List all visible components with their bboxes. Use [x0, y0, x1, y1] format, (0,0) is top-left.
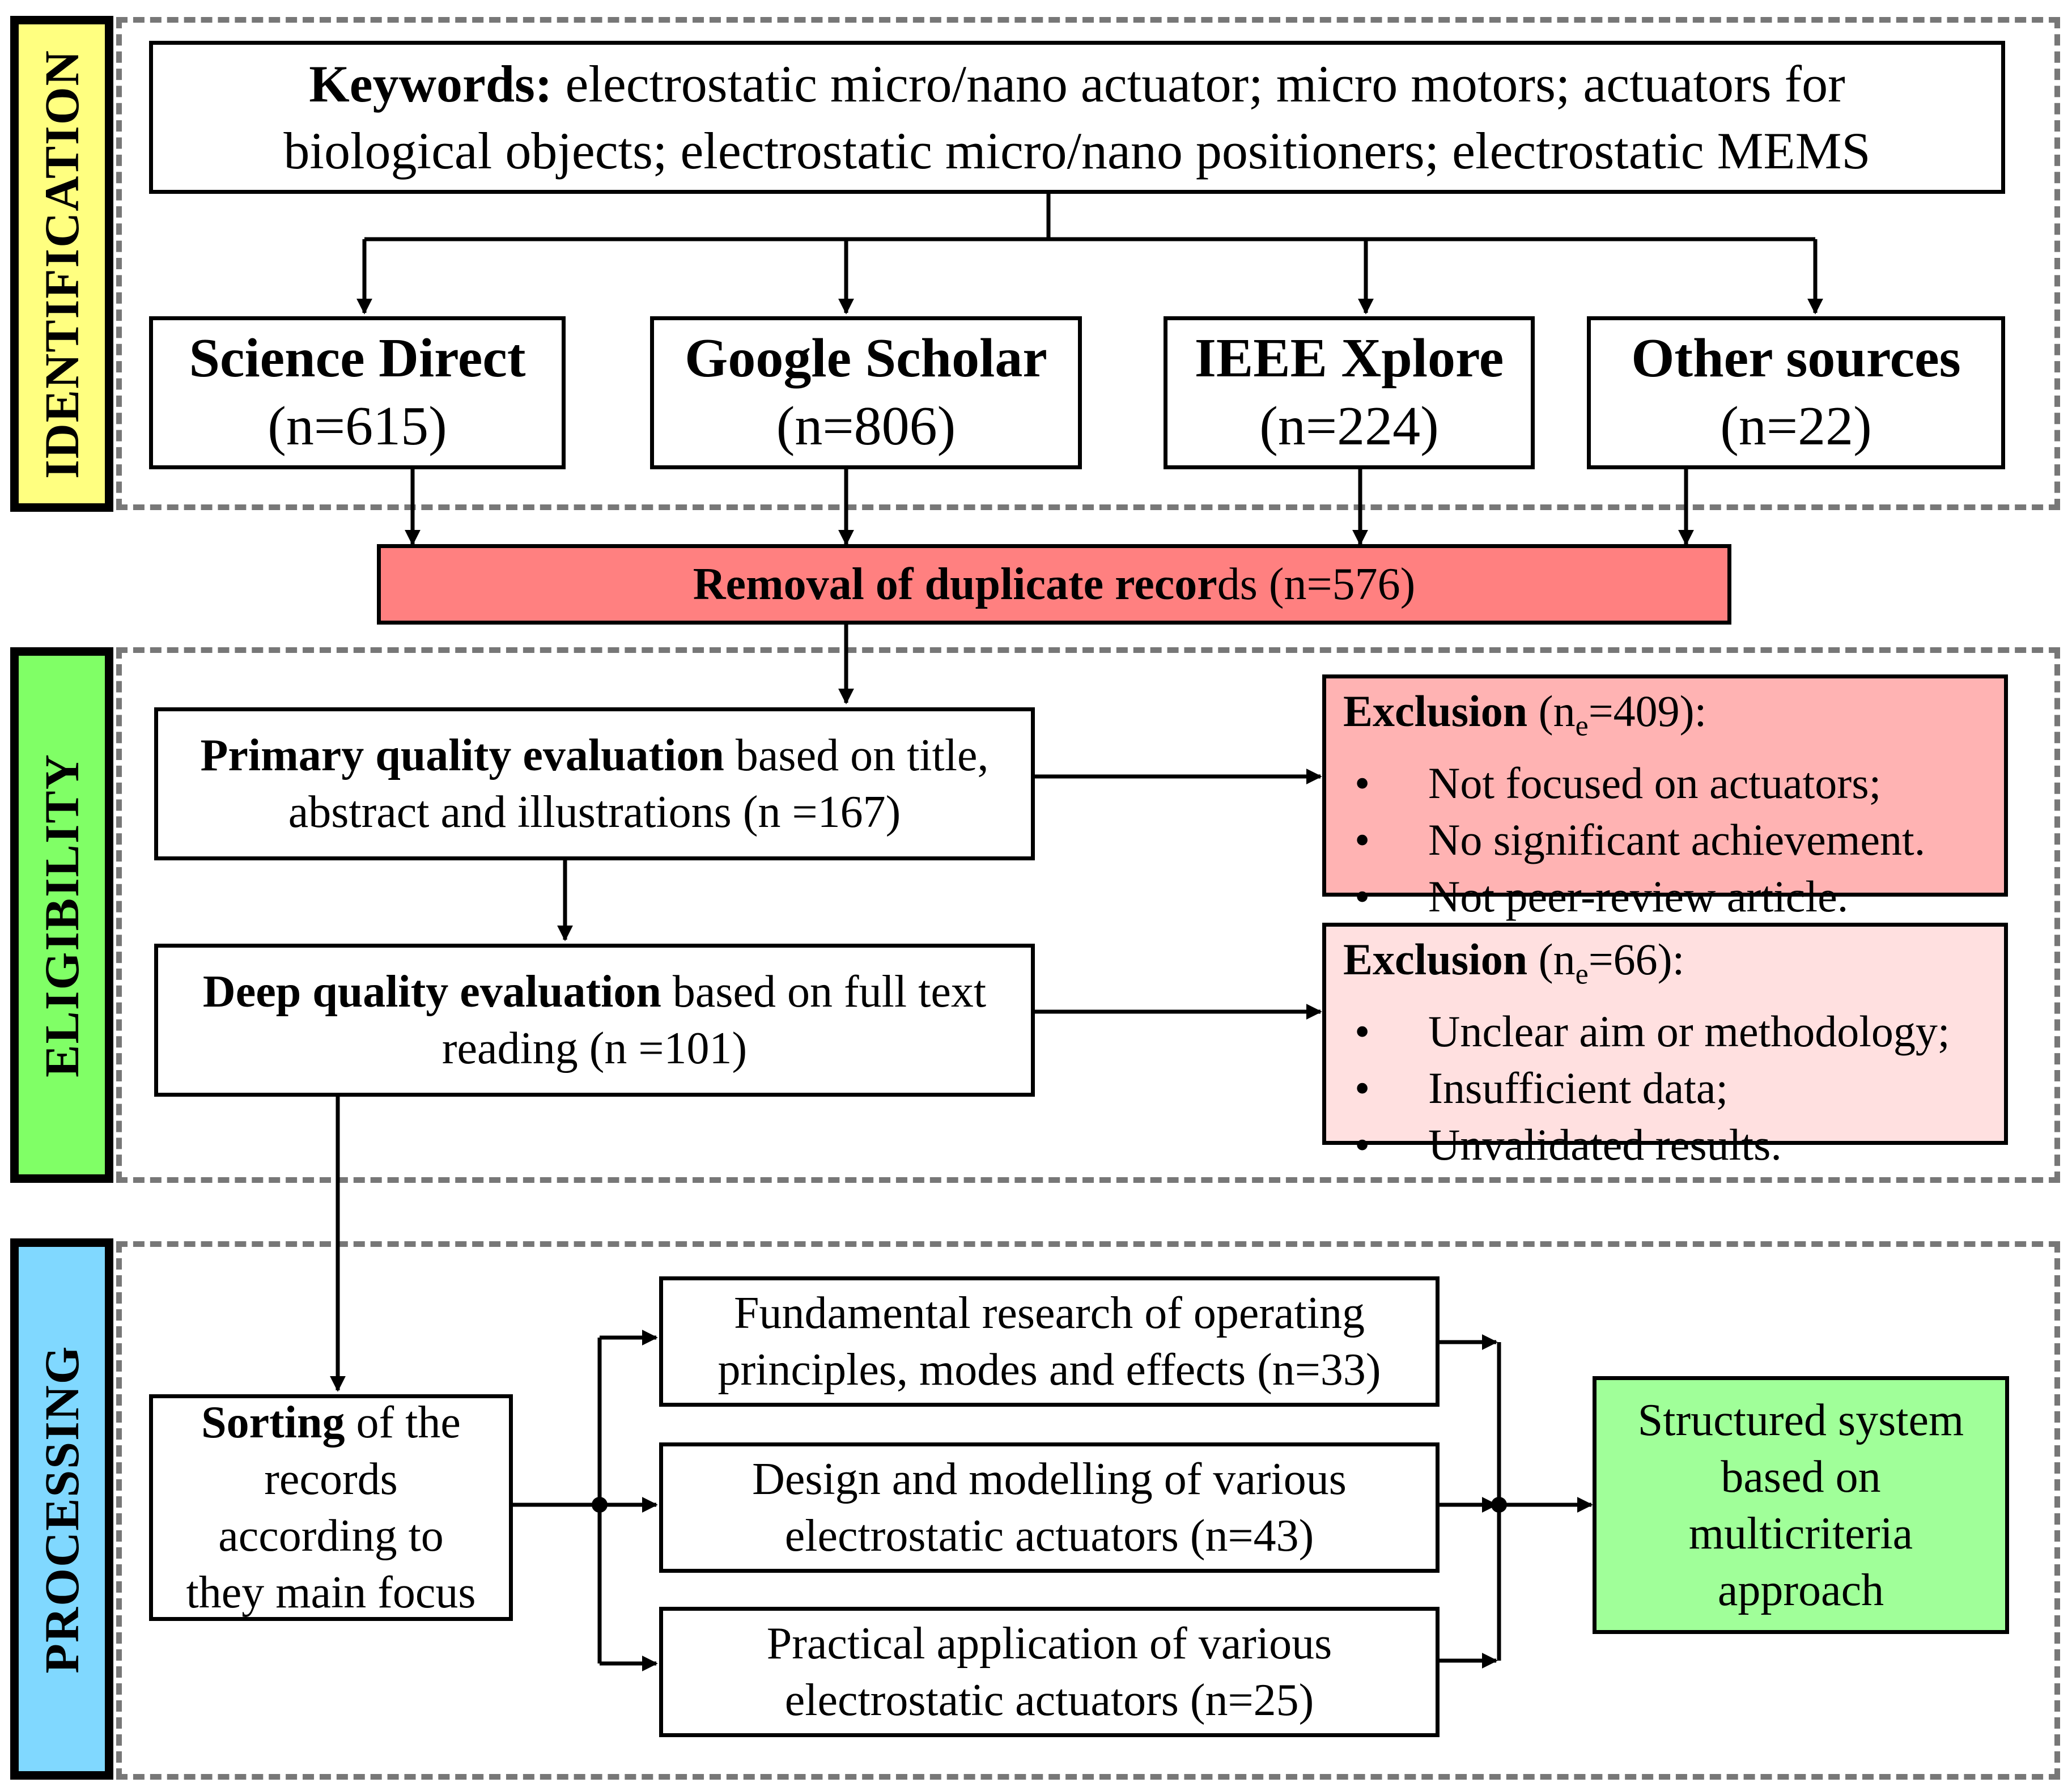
exclusion1-count-open: (n	[1527, 686, 1576, 736]
sorting-line1: Sorting of the	[201, 1394, 461, 1451]
processing-stage-label: PROCESSING	[10, 1238, 113, 1780]
sorting-bold: Sorting	[201, 1398, 345, 1448]
eligibility-stage-label: ELIGIBILITY	[10, 647, 113, 1183]
exclusion-box-deep: Exclusion (ne=66): Unclear aim or method…	[1322, 923, 2008, 1173]
deep-line2: reading (n =101)	[441, 1024, 748, 1073]
category-line2: electrostatic actuators (n=43)	[784, 1511, 1314, 1561]
exclusion-reason: No significant achievement.	[1343, 812, 1987, 868]
merge-junction-dot	[1491, 1497, 1507, 1513]
source-name: IEEE Xplore	[1194, 328, 1504, 389]
exclusion2-label: Exclusion	[1343, 935, 1528, 984]
source-count: (n=224)	[1259, 396, 1439, 457]
primary-evaluation-box: Primary quality evaluation based on titl…	[154, 707, 1035, 860]
primary-rest: based on title,	[724, 731, 989, 780]
exclusion-reason: Not focused on actuators;	[1343, 755, 1987, 812]
category-line2: electrostatic actuators (n=25)	[784, 1675, 1314, 1725]
sorting-line2: records	[264, 1454, 398, 1504]
category-line1: Fundamental research of operating	[734, 1288, 1365, 1338]
exclusion-reason: Unvalidated results.	[1343, 1117, 1987, 1173]
exclusion2-heading: Exclusion (ne=66):	[1343, 931, 1987, 1003]
exclusion2-list: Unclear aim or methodology; Insufficient…	[1343, 1003, 1987, 1173]
keywords-line2: biological objects; electrostatic micro/…	[283, 117, 1870, 184]
processing-frame	[116, 1241, 2060, 1780]
result-line2: based on	[1721, 1452, 1881, 1502]
result-line3: multicriteria	[1688, 1508, 1913, 1559]
removal-text: Removal of duplicate records (n=576)	[693, 556, 1416, 613]
sorting-line4: they main focus	[186, 1568, 476, 1618]
exclusion1-list: Not focused on actuators; No significant…	[1343, 755, 1987, 925]
deep-evaluation-box: Deep quality evaluation based on full te…	[154, 944, 1035, 1097]
keywords-line1: Keywords: electrostatic micro/nano actua…	[309, 50, 1845, 117]
source-name: Science Direct	[189, 328, 526, 389]
primary-bold: Primary quality evaluation	[200, 731, 724, 780]
exclusion1-label: Exclusion	[1343, 686, 1528, 736]
category-box-fundamental: Fundamental research of operating princi…	[659, 1276, 1440, 1407]
deep-bold: Deep quality evaluation	[202, 967, 661, 1017]
removal-bold: Removal of duplicate recor	[693, 559, 1217, 609]
source-box-ieee-xplore: IEEE Xplore (n=224)	[1164, 316, 1535, 469]
source-count: (n=22)	[1720, 396, 1872, 457]
exclusion2-count-open: (n	[1527, 935, 1576, 984]
sorting-box: Sorting of the records according to they…	[149, 1394, 513, 1621]
exclusion-reason: Unclear aim or methodology;	[1343, 1003, 1987, 1060]
sorting-junction-dot	[592, 1497, 608, 1513]
exclusion-reason: Insufficient data;	[1343, 1060, 1987, 1117]
exclusion2-count-sub: e	[1575, 958, 1589, 991]
source-box-science-direct: Science Direct (n=615)	[149, 316, 566, 469]
exclusion1-heading: Exclusion (ne=409):	[1343, 683, 1987, 755]
removal-box: Removal of duplicate records (n=576)	[377, 544, 1731, 625]
identification-frame	[116, 17, 2060, 510]
source-name: Other sources	[1631, 328, 1961, 389]
category-line2: principles, modes and effects (n=33)	[717, 1345, 1381, 1395]
exclusion1-count-close: =409):	[1588, 686, 1707, 736]
identification-stage-label: IDENTIFICATION	[10, 16, 113, 512]
result-line1: Structured system	[1637, 1395, 1964, 1445]
keywords-box: Keywords: electrostatic micro/nano actua…	[149, 41, 2005, 194]
exclusion1-count-sub: e	[1575, 710, 1589, 742]
deep-rest: based on full text	[661, 967, 987, 1017]
primary-line1: Primary quality evaluation based on titl…	[201, 727, 989, 784]
category-box-design: Design and modelling of various electros…	[659, 1442, 1440, 1573]
source-count: (n=806)	[776, 396, 956, 457]
primary-line2: abstract and illustrations (n =167)	[288, 787, 901, 837]
keywords-text-line1: electrostatic micro/nano actuator; micro…	[565, 55, 1845, 113]
source-box-google-scholar: Google Scholar (n=806)	[650, 316, 1082, 469]
category-line1: Design and modelling of various	[752, 1454, 1347, 1504]
source-count: (n=615)	[268, 396, 447, 457]
sorting-line3: according to	[218, 1511, 444, 1561]
category-box-practical: Practical application of various electro…	[659, 1607, 1440, 1737]
eligibility-frame	[116, 647, 2060, 1183]
sorting-rest: of the	[345, 1398, 461, 1448]
source-name: Google Scholar	[685, 328, 1047, 389]
exclusion-box-primary: Exclusion (ne=409): Not focused on actua…	[1322, 674, 2008, 925]
exclusion2-count-close: =66):	[1588, 935, 1685, 984]
removal-rest: ds (n=576)	[1217, 559, 1416, 609]
source-box-other-sources: Other sources (n=22)	[1587, 316, 2005, 469]
result-line4: approach	[1717, 1565, 1884, 1615]
category-line1: Practical application of various	[766, 1619, 1332, 1669]
keywords-label: Keywords:	[309, 55, 553, 113]
deep-line1: Deep quality evaluation based on full te…	[203, 964, 986, 1020]
keywords-text-line2: biological objects; electrostatic micro/…	[283, 122, 1871, 180]
result-box: Structured system based on multicriteria…	[1593, 1376, 2009, 1634]
exclusion-reason: Not peer-review article.	[1343, 868, 1987, 925]
